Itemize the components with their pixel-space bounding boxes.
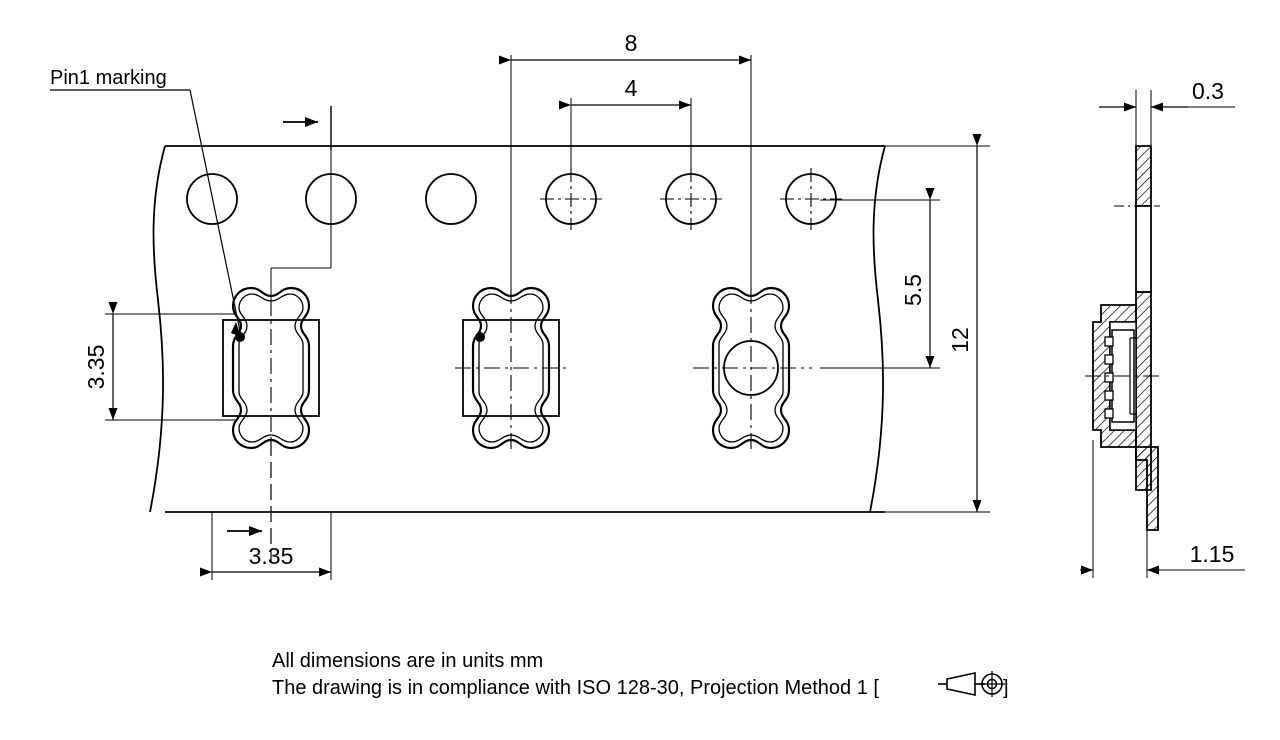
sprocket-hole: [186, 173, 238, 225]
dimension-5-5: 5.5: [820, 188, 940, 369]
dimension-3-35-vertical-value: 3.35: [83, 345, 109, 390]
standard-note: The drawing is in compliance with ISO 12…: [272, 677, 879, 699]
left-break-line: [149, 145, 166, 513]
dimension-1-15: 1.15: [1080, 440, 1245, 578]
wall-upper-hatch: [1135, 145, 1152, 207]
device-leads: [1104, 336, 1114, 419]
section-view: 0.3 1.15: [1080, 78, 1245, 578]
feed-direction-arrow-bottom: [227, 440, 272, 562]
dimension-12-value: 12: [947, 327, 973, 353]
dimension-4: 4: [559, 75, 691, 110]
pocket-centerlines: [270, 288, 812, 452]
standard-note-close: ]: [1003, 677, 1009, 699]
units-note: All dimensions are in units mm: [272, 650, 543, 672]
dimension-3-35-horizontal: 3.35: [200, 512, 332, 580]
feed-direction-arrow-top: [283, 106, 332, 150]
pin1-marking-leader: [50, 89, 241, 337]
pin1-dot: [475, 332, 485, 342]
dimension-extension-lines: [270, 55, 752, 300]
dimension-5-5-value: 5.5: [900, 274, 926, 306]
dimension-0-3-value: 0.3: [1192, 78, 1224, 104]
right-break-line: [869, 145, 886, 513]
dimension-1-15-value: 1.15: [1190, 541, 1235, 567]
pin1-marking-label: Pin1 marking: [50, 67, 167, 89]
dimension-4-value: 4: [625, 75, 638, 101]
dimension-8: 8: [499, 30, 751, 65]
projection-cone: [946, 672, 976, 696]
notes-block: All dimensions are in units mm The drawi…: [272, 650, 1009, 699]
dimension-0-3: 0.3: [1099, 78, 1235, 150]
dimension-12: 12: [870, 134, 990, 513]
first-angle-projection-symbol: [938, 671, 1005, 697]
sprocket-hole: [425, 173, 477, 225]
wall-window: [1135, 205, 1152, 293]
tape-wall-section: [1135, 145, 1152, 491]
dimension-8-value: 8: [625, 30, 638, 56]
dimension-3-35-horizontal-value: 3.35: [249, 543, 294, 569]
plan-view: Pin1 marking 8 4: [50, 30, 990, 580]
tape-body-outline: [149, 145, 886, 513]
dimension-3-35-vertical: 3.35: [83, 302, 235, 421]
